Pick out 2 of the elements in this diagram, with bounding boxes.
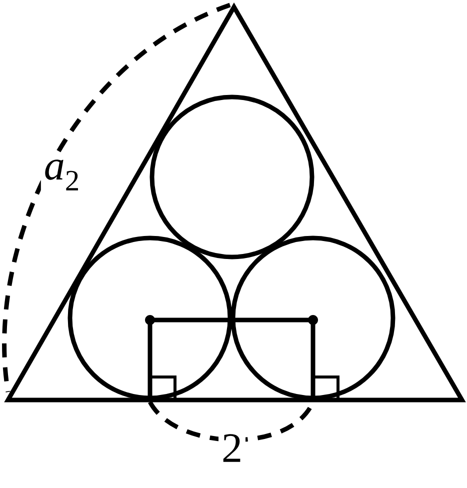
dimension-label: a$_{2}$ <box>40 156 84 194</box>
dimension-label: 2 <box>218 431 246 465</box>
